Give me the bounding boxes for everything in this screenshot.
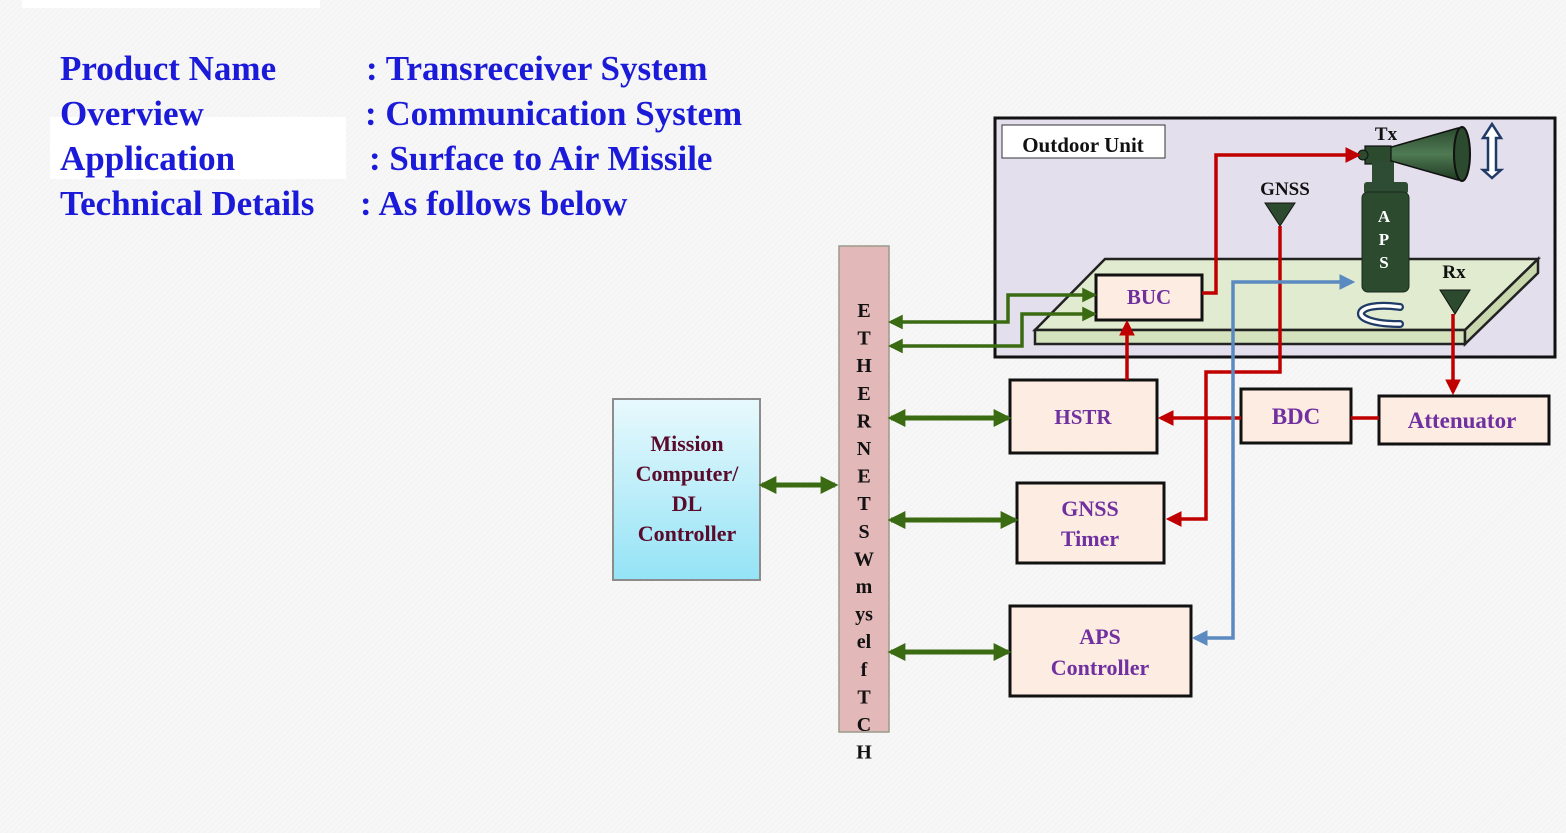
aps-controller-box[interactable] [1008, 604, 1193, 698]
ethernet-switch-letter: el [857, 631, 872, 653]
rx-label: Rx [1442, 262, 1466, 283]
mission-computer-line-1: Mission [650, 431, 723, 456]
control-line-aps-controller-to-aps [1191, 274, 1356, 646]
rotation-arrow-icon [1357, 301, 1404, 328]
gnss-antenna-icon [1264, 202, 1296, 227]
ethernet-switch-letter: S [858, 521, 869, 543]
gnss-timer-box[interactable] [1015, 481, 1166, 565]
ethernet-switch-letter: ys [855, 604, 873, 626]
attenuator-label: Attenuator [1408, 408, 1517, 433]
outdoor-unit-label: Outdoor Unit [1022, 133, 1144, 157]
product-name-value: : Transreceiver System [366, 49, 708, 88]
gnss-timer-line-2: Timer [1061, 526, 1119, 551]
gnss-timer-line-1: GNSS [1061, 496, 1118, 521]
rx-antenna-icon [1439, 289, 1471, 315]
aps-letter-s: S [1379, 253, 1388, 272]
bdc-label: BDC [1272, 404, 1321, 429]
application-label: Application [60, 139, 236, 178]
mission-computer-box[interactable] [612, 398, 761, 581]
tx-horn-antenna [1357, 126, 1471, 182]
product-name-label: Product Name [60, 49, 277, 88]
gnss-antenna-label: GNSS [1260, 179, 1310, 200]
ethernet-switch-letter: H [856, 742, 872, 764]
ethernet-switch-letter: W [854, 548, 874, 570]
aps-column: A P S [1361, 162, 1410, 293]
attenuator-box[interactable] [1377, 394, 1551, 446]
mission-computer-line-4: Controller [638, 521, 737, 546]
ethernet-switch-letter: H [856, 355, 872, 377]
ethernet-switch-letter: E [857, 383, 870, 405]
aps-controller-line-2: Controller [1051, 655, 1150, 680]
tx-label: Tx [1375, 124, 1398, 145]
hstr-label: HSTR [1054, 405, 1112, 429]
ethernet-line-buc-2 [888, 306, 1097, 354]
outdoor-unit-label-box [1001, 124, 1166, 159]
aps-controller-line-1: APS [1079, 624, 1121, 649]
ethernet-switch-letter: N [857, 438, 872, 460]
double-arrow-vertical-icon [1479, 121, 1505, 180]
overview-label: Overview [60, 94, 204, 133]
ethernet-switch-letter: C [857, 714, 871, 736]
ethernet-switch-letter: E [857, 300, 870, 322]
application-value: : Surface to Air Missile [369, 139, 713, 178]
overview-value: : Communication System [365, 94, 743, 133]
top-white-bar [22, 0, 320, 8]
technical-details-label: Technical Details [60, 184, 315, 223]
ethernet-switch-letter: R [857, 410, 872, 432]
ethernet-switch-letter: T [857, 328, 871, 350]
ethernet-switch-letter: E [857, 466, 870, 488]
mission-computer-line-3: DL [672, 491, 703, 516]
aps-letter-p: P [1379, 230, 1389, 249]
ethernet-switch-letter: f [861, 659, 868, 681]
aps-letter-a: A [1378, 207, 1391, 226]
buc-label: BUC [1127, 285, 1171, 309]
ethernet-switch-letter: T [857, 493, 871, 515]
hstr-box[interactable] [1008, 378, 1159, 455]
ethernet-switch-bar [838, 245, 890, 733]
mission-computer-line-2: Computer/ [636, 461, 740, 486]
ethernet-switch-letter: m [856, 576, 873, 598]
ethernet-switch-letter: T [857, 686, 871, 708]
white-patch [50, 117, 346, 179]
technical-details-value: : As follows below [360, 184, 628, 223]
